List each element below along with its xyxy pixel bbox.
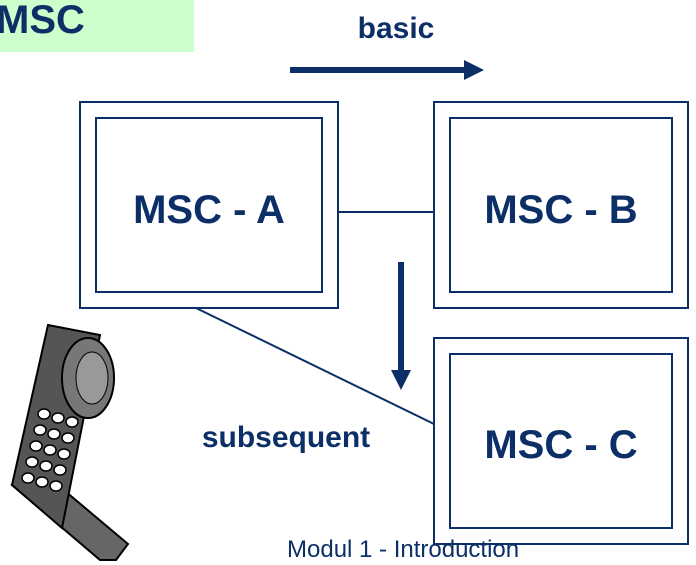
- msc-a-label: MSC - A: [133, 188, 285, 232]
- msc-c-box: MSC - C: [433, 337, 689, 545]
- mobile-phone-icon: [10, 323, 130, 561]
- basic-arrow: [290, 60, 484, 80]
- subsequent-label: subsequent: [202, 421, 370, 454]
- msc-b-label: MSC - B: [484, 188, 637, 232]
- msc-a-box: MSC - A: [79, 101, 339, 309]
- connector-a-c: [195, 307, 435, 425]
- footer-text: Modul 1 - Introduction: [287, 536, 520, 563]
- title-banner: MSC: [0, 0, 194, 52]
- basic-label: basic: [358, 12, 435, 45]
- slide-title: MSC: [0, 0, 85, 42]
- subsequent-arrow: [391, 262, 411, 390]
- msc-c-label: MSC - C: [484, 423, 637, 467]
- msc-b-box: MSC - B: [433, 101, 689, 309]
